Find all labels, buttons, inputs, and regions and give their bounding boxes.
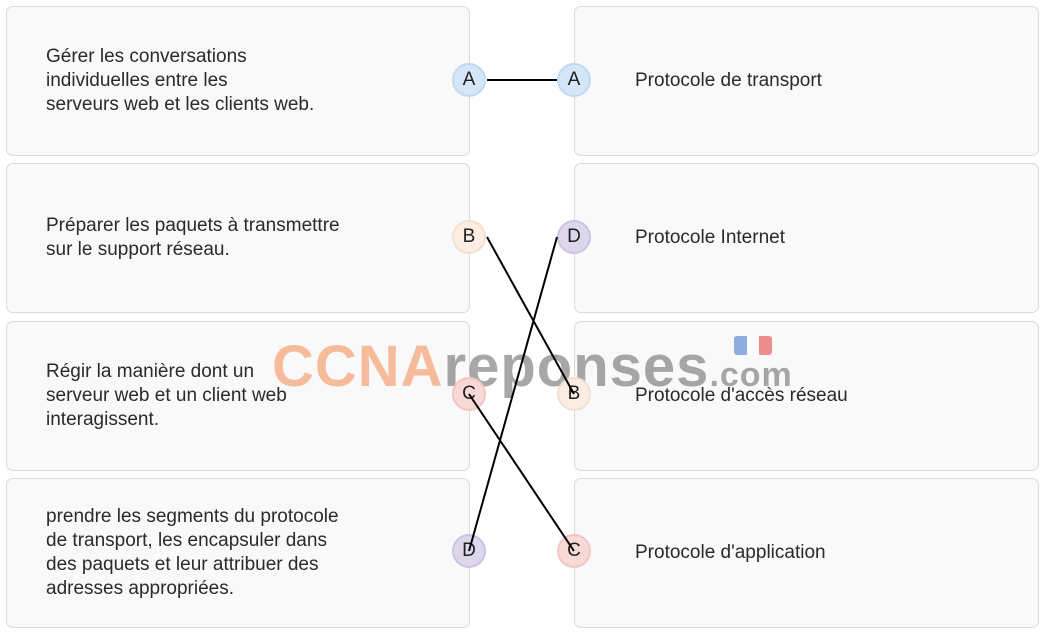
left-item-4[interactable]: prendre les segments du protocole de tra… [6, 478, 470, 628]
right-item-text: Protocole Internet [635, 227, 785, 248]
right-badge-d[interactable]: D [557, 220, 591, 254]
right-item-4[interactable]: Protocole d'application [574, 478, 1039, 628]
left-item-text: prendre les segments du protocole de tra… [46, 506, 339, 599]
badge-letter: D [462, 540, 476, 561]
badge-letter: C [462, 383, 476, 404]
right-badge-a[interactable]: A [557, 63, 591, 97]
right-item-1[interactable]: Protocole de transport [574, 6, 1039, 156]
left-item-text: Préparer les paquets à transmettre sur l… [46, 215, 340, 260]
left-item-text: Régir la manière dont un serveur web et … [46, 361, 287, 430]
left-item-2[interactable]: Préparer les paquets à transmettre sur l… [6, 163, 470, 313]
left-badge-a[interactable]: A [452, 63, 486, 97]
badge-letter: D [567, 226, 581, 247]
badge-letter: A [462, 69, 476, 90]
badge-letter: C [567, 540, 581, 561]
badge-letter: A [567, 69, 581, 90]
right-badge-c[interactable]: C [557, 534, 591, 568]
right-item-2[interactable]: Protocole Internet [574, 163, 1039, 313]
left-badge-b[interactable]: B [452, 220, 486, 254]
right-item-3[interactable]: Protocole d'accès réseau [574, 321, 1039, 471]
left-badge-d[interactable]: D [452, 534, 486, 568]
left-badge-c[interactable]: C [452, 377, 486, 411]
right-item-text: Protocole d'accès réseau [635, 385, 848, 406]
right-item-text: Protocole de transport [635, 70, 822, 91]
connector-line-c [468, 393, 575, 552]
connector-line-b [486, 236, 575, 395]
badge-letter: B [567, 383, 581, 404]
left-item-3[interactable]: Régir la manière dont un serveur web et … [6, 321, 470, 471]
right-badge-b[interactable]: B [557, 377, 591, 411]
badge-letter: B [462, 226, 476, 247]
french-flag-icon [734, 336, 772, 355]
right-item-text: Protocole d'application [635, 542, 826, 563]
left-item-text: Gérer les conversations individuelles en… [46, 46, 315, 115]
left-item-1[interactable]: Gérer les conversations individuelles en… [6, 6, 470, 156]
